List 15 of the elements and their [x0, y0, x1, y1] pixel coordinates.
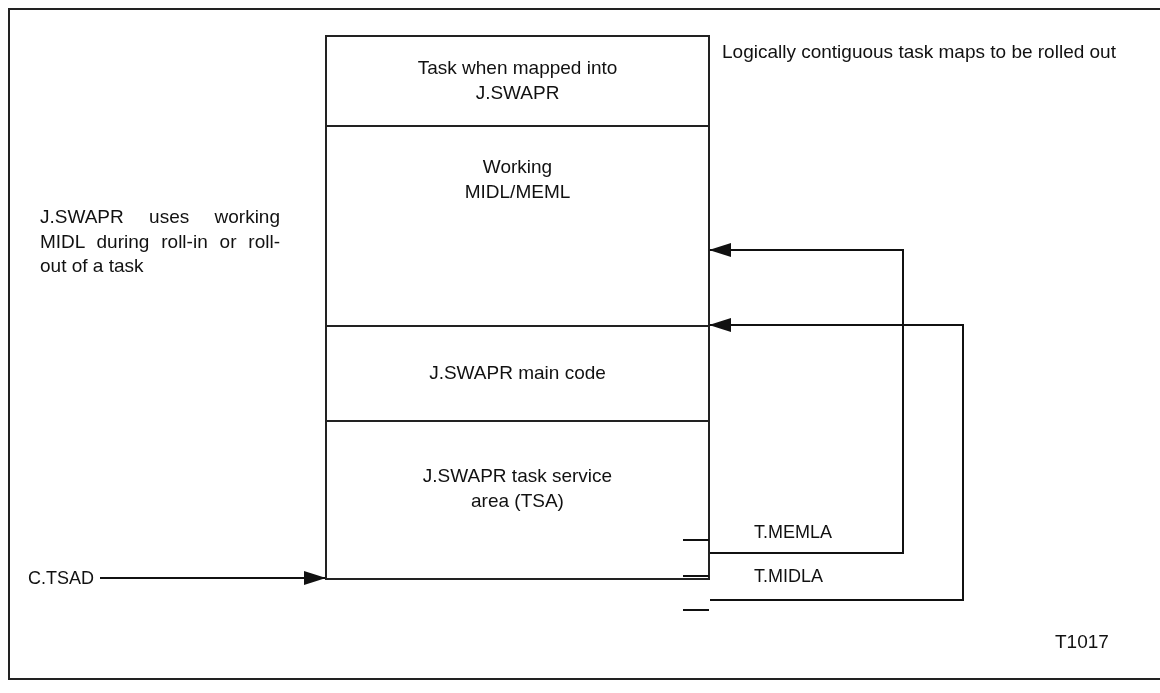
memory-region-box	[325, 125, 710, 327]
memory-region-box	[325, 420, 710, 580]
arrow	[709, 243, 904, 554]
note-text: J.SWAPR uses working MIDL during roll-in or roll-out of a task	[40, 205, 280, 279]
region-text: J.SWAPR task service area (TSA)	[421, 464, 614, 513]
region-text: Working MIDL/MEML	[463, 155, 572, 204]
memory-region-box	[325, 35, 710, 127]
region-text: J.SWAPR main code	[429, 361, 606, 386]
arrow	[709, 318, 964, 601]
arrow	[99, 571, 326, 585]
note-text: Logically contiguous task maps to be rolled out	[722, 40, 1117, 64]
memory-region-box	[325, 325, 710, 422]
note-text: T1017	[1055, 630, 1110, 654]
pointer-label: C.TSAD	[30, 565, 92, 593]
region-text: Task when mapped into J.SWAPR	[416, 56, 619, 105]
